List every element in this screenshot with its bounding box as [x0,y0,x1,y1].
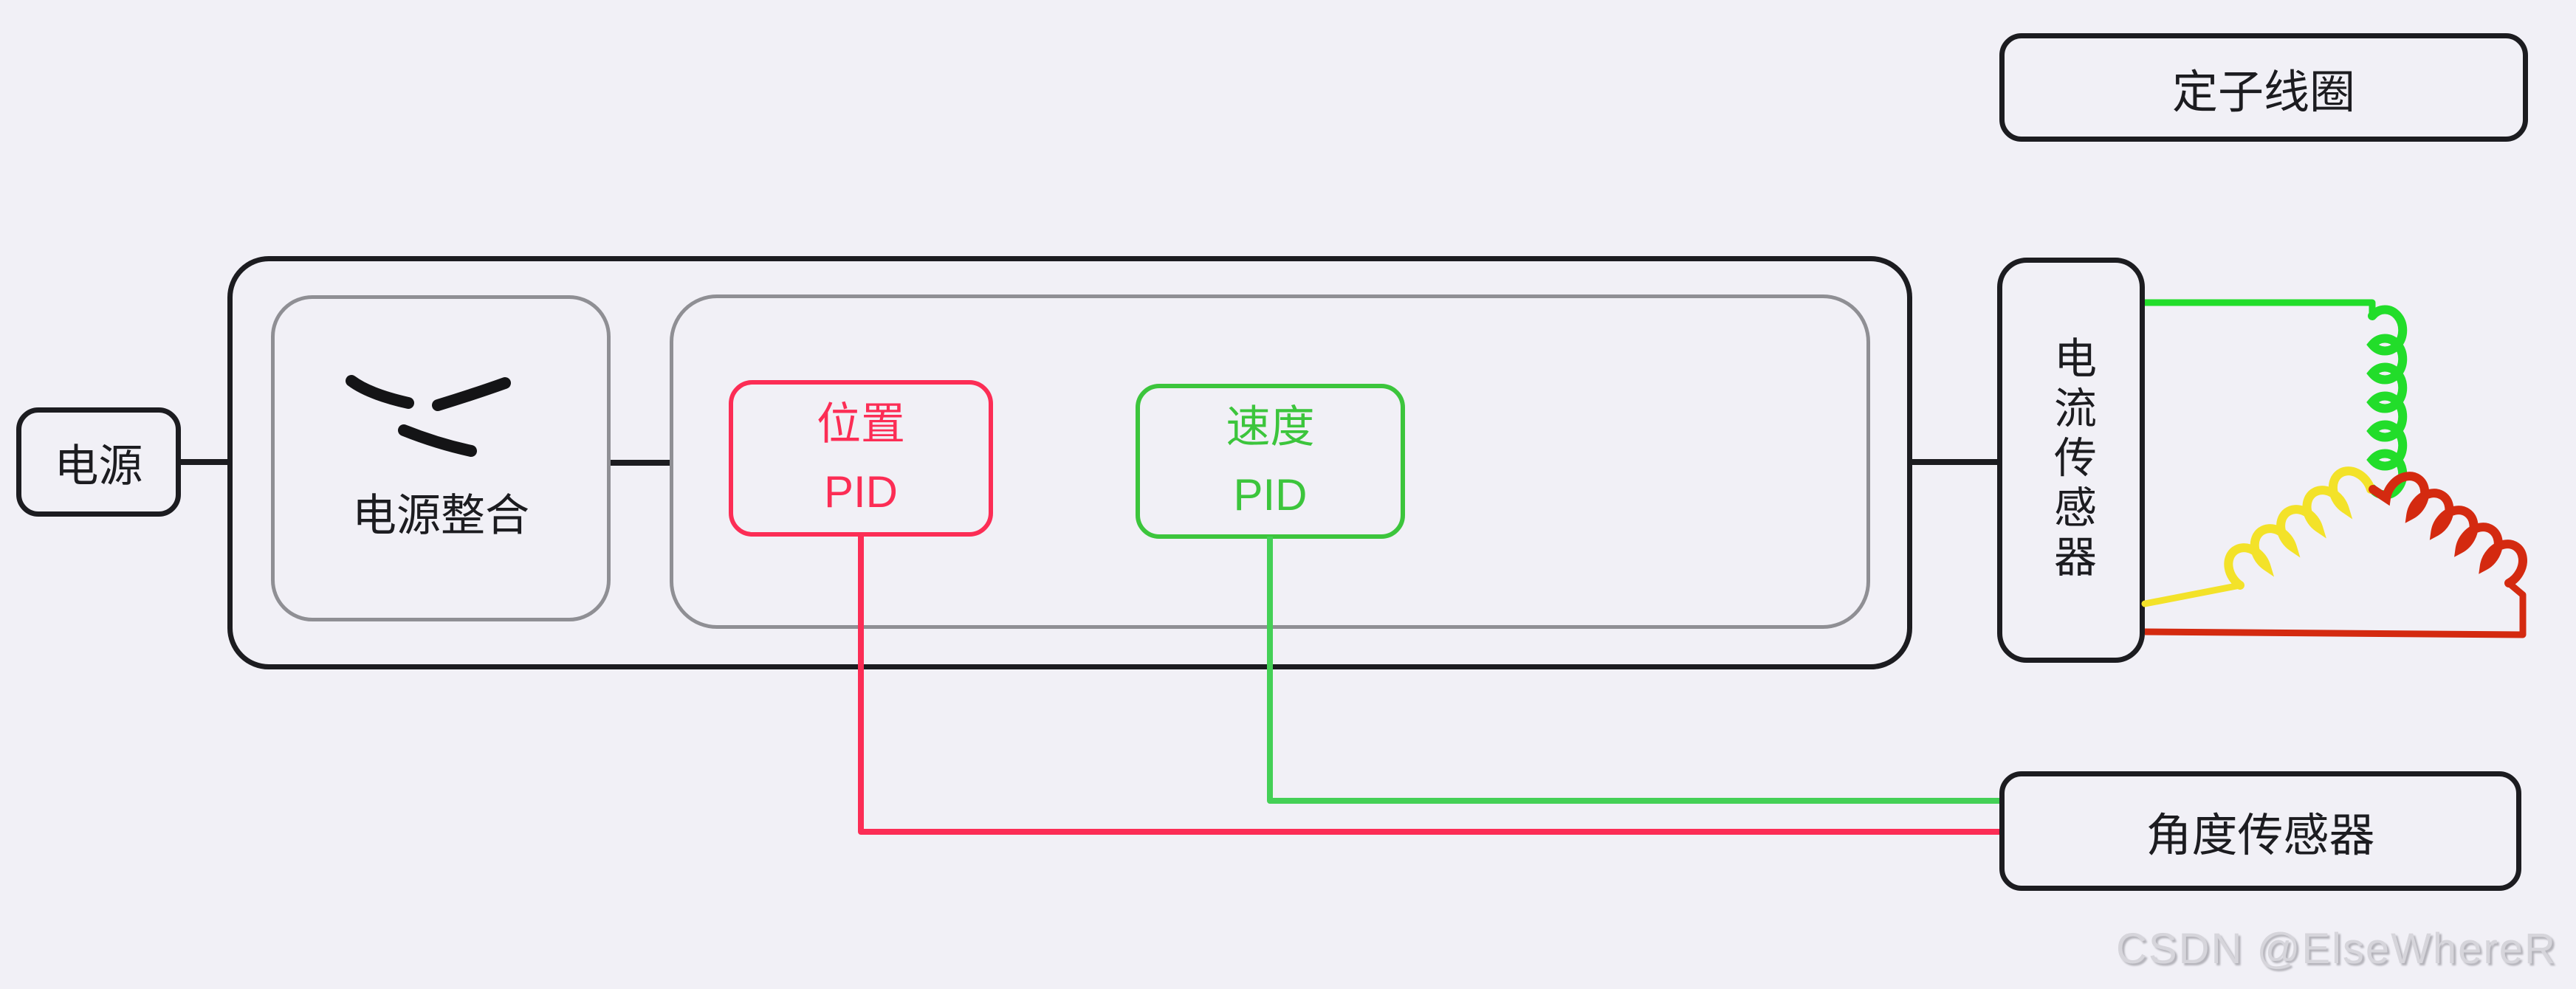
wire-phase-yellow [2141,582,2244,607]
csdn-watermark: CSDN @ElseWhereR [2116,925,2557,973]
node-angle-sensor-label: 角度传感器 [2146,810,2375,861]
node-position-pid: 位置 PID [729,380,993,537]
position-pid-label-line2: PID [823,467,899,517]
node-power-integration-label: 电源整合 [352,491,529,540]
wire-phase-red [2144,580,2527,638]
node-stator-coil: 定子线圈 [1999,33,2528,142]
coil-phase-red [2369,472,2527,587]
node-power-integration: 电源整合 [271,295,611,621]
wire-phase-green [2145,299,2376,316]
position-pid-label-line1: 位置 [817,399,905,449]
node-current-sensor-label: 电流传感器 [2047,336,2095,585]
coil-phase-green [2366,305,2408,500]
speed-pid-label-line1: 速度 [1226,402,1315,452]
speed-pid-label-line2: PID [1233,470,1308,520]
node-power-label: 电源 [54,441,143,491]
coil-phase-yellow [2224,466,2375,590]
node-angle-sensor: 角度传感器 [1999,771,2521,891]
node-current-sensor: 电流传感器 [1997,258,2145,663]
node-power: 电源 [16,407,181,517]
node-speed-pid: 速度 PID [1136,384,1405,539]
node-stator-coil-label: 定子线圈 [2171,66,2355,118]
